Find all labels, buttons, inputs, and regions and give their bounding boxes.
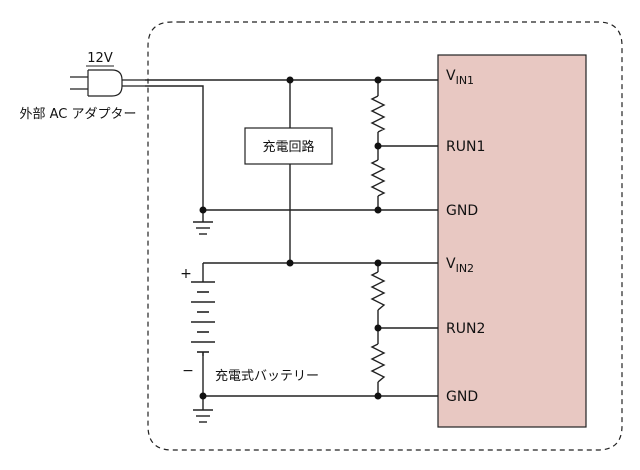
pin-run2-label: RUN2	[446, 321, 485, 337]
pin-vin2-label: VIN2	[446, 256, 474, 275]
ac-plug-icon	[70, 69, 145, 97]
junction-dots	[199, 76, 382, 400]
battery-minus-sign: −	[182, 363, 194, 379]
chip-block	[437, 54, 587, 428]
pin-gnd1-label: GND	[446, 203, 478, 219]
charging-circuit-box	[244, 127, 333, 165]
ground-icon-1	[193, 221, 213, 235]
resistor-r4-icon	[370, 343, 386, 383]
resistor-r1-icon	[370, 95, 386, 133]
battery-icon	[191, 281, 215, 356]
battery-plus-sign: +	[180, 266, 192, 282]
pin-vin1-label: VIN1	[446, 68, 474, 87]
ground-icon-2	[193, 409, 213, 423]
enclosure-border	[147, 21, 623, 451]
resistor-r2-icon	[370, 159, 386, 197]
pin-gnd2-label: GND	[446, 389, 478, 405]
pin-run1-label: RUN1	[446, 139, 485, 155]
wires	[145, 79, 438, 410]
adapter-voltage-label: 12V	[87, 51, 113, 66]
adapter-label: 外部 AC アダプター	[19, 107, 136, 122]
charging-circuit-label: 充電回路	[262, 139, 314, 155]
resistor-r3-icon	[370, 271, 386, 311]
battery-label: 充電式バッテリー	[215, 368, 319, 384]
